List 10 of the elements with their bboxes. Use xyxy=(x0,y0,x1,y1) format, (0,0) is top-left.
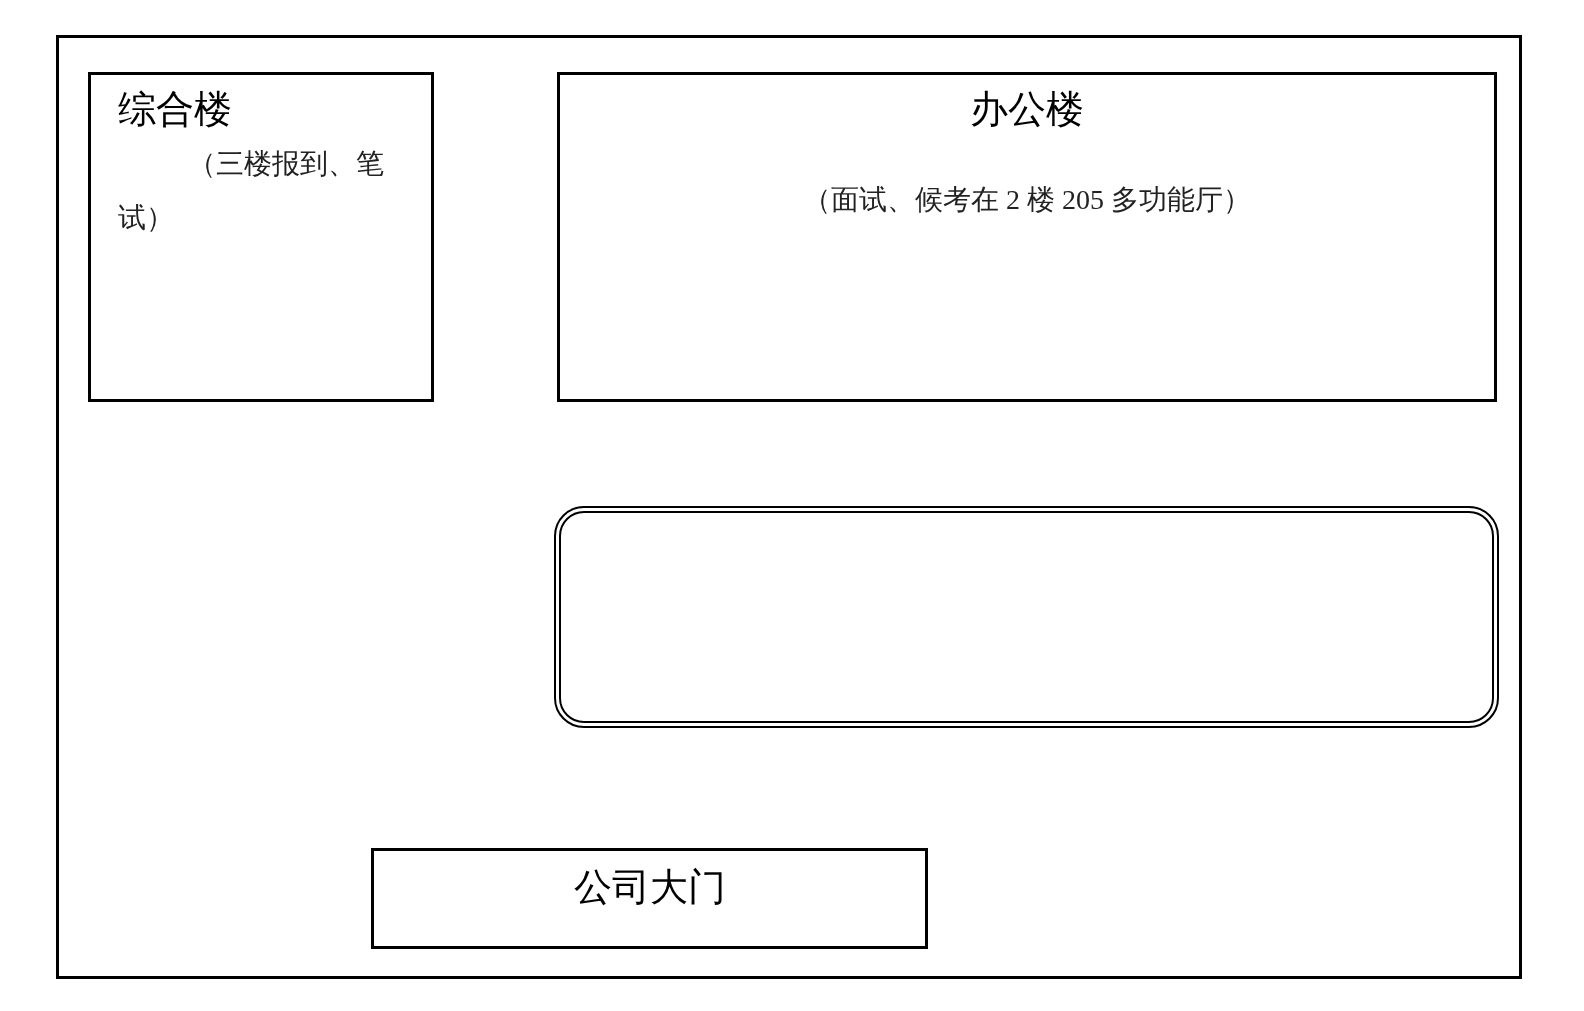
building-outline xyxy=(554,506,1499,728)
building-box xyxy=(88,72,434,402)
building-name: 公司大门 xyxy=(572,865,727,910)
building-box xyxy=(557,72,1497,402)
building-note: （面试、候考在 2 楼 205 多功能厅） xyxy=(802,182,1252,217)
building-note: （三楼报到、笔试） xyxy=(118,146,385,236)
building-name: 综合楼 xyxy=(118,87,233,132)
gate-box xyxy=(371,848,928,949)
site-boundary xyxy=(56,35,1522,979)
building-name: 办公楼 xyxy=(969,87,1085,132)
